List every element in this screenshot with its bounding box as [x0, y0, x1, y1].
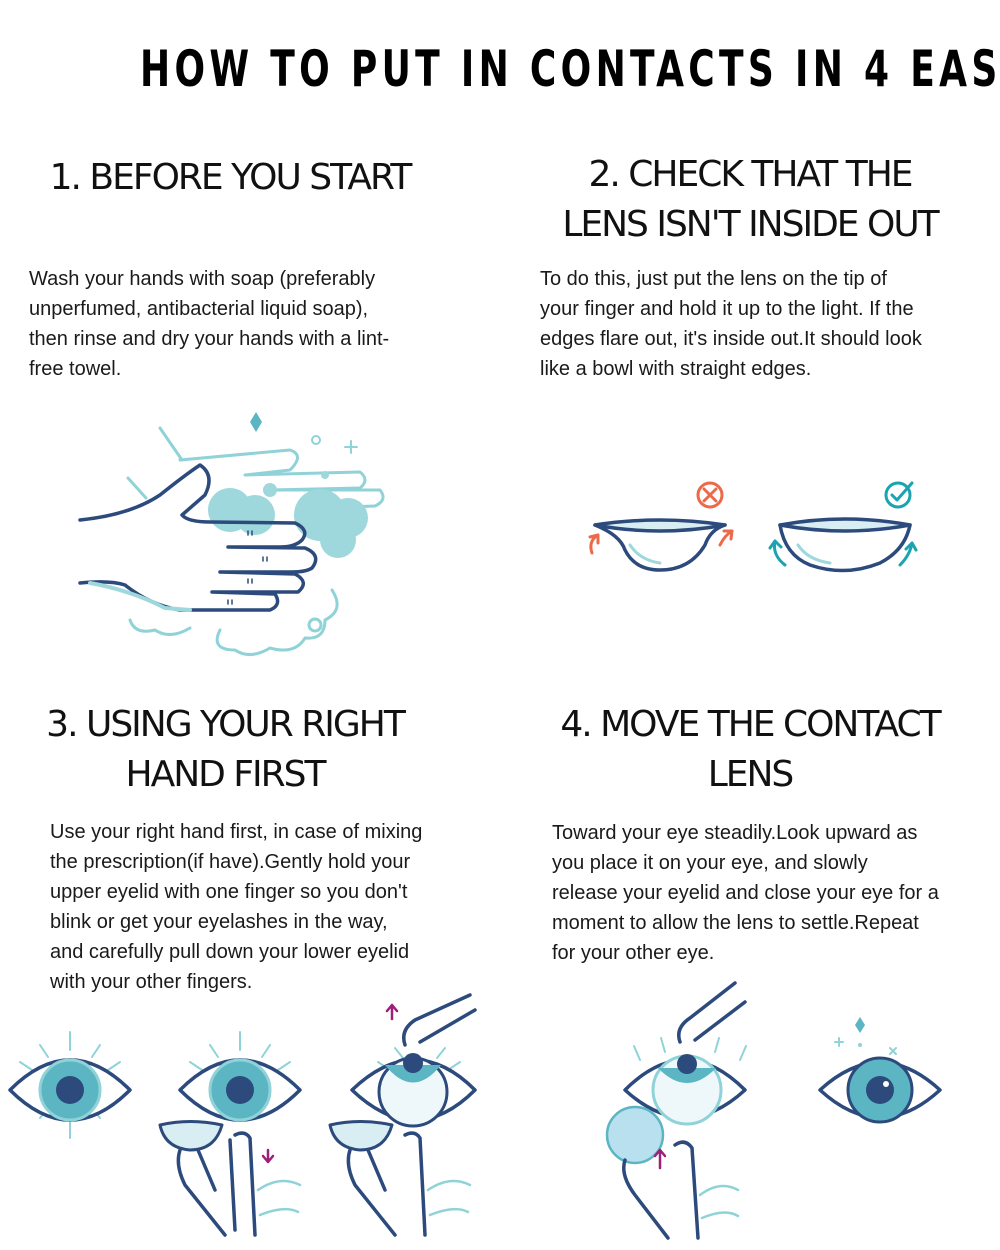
- eye-lens-insert-icon: [605, 981, 747, 1240]
- step-4-heading: 4. MOVE THE CONTACT LENS: [520, 700, 980, 800]
- step-3-body-line: upper eyelid with one finger so you don'…: [50, 881, 408, 903]
- step-2-body-line: your finger and hold it up to the light.…: [540, 298, 914, 320]
- eye-upper-lid-hold-icon: [328, 993, 477, 1237]
- step-3-heading-line: 3. USING YOUR RIGHT: [46, 704, 406, 745]
- step-1-body-line: Wash your hands with soap (preferably: [29, 268, 376, 290]
- eye-with-lens-icon: [818, 1017, 942, 1124]
- step-1-heading-line: 1. BEFORE YOU START: [49, 157, 413, 198]
- lens-check-icon: [588, 481, 918, 573]
- step-1-heading: 1. BEFORE YOU START: [20, 153, 440, 203]
- step-1-body-line: free towel.: [29, 358, 122, 380]
- lens-correct-icon: [768, 517, 918, 573]
- step-4-body-line: release your eyelid and close your eye f…: [552, 882, 939, 904]
- check-circle-icon: [884, 481, 914, 509]
- step-3-body-line: blink or get your eyelashes in the way,: [50, 911, 388, 933]
- step-3-heading: 3. USING YOUR RIGHT HAND FIRST: [20, 700, 430, 800]
- step-4-body-line: for your other eye.: [552, 942, 715, 964]
- step-3-heading-line: HAND FIRST: [125, 754, 327, 795]
- step-1-body-line: then rinse and dry your hands with a lin…: [29, 328, 390, 350]
- lens-inside-out-icon: [588, 518, 734, 572]
- step-4-body-line: you place it on your eye, and slowly: [552, 852, 868, 874]
- step-3-body: Use your right hand first, in case of mi…: [50, 817, 422, 997]
- step-2-body-line: edges flare out, it's inside out.It shou…: [540, 328, 922, 350]
- step-2-body-line: To do this, just put the lens on the tip…: [540, 268, 887, 290]
- page-title: HOW TO PUT IN CONTACTS IN 4 EASY STEPS: [140, 40, 1000, 98]
- eye-eyelid-sequence-icon: [8, 993, 477, 1237]
- step-4-heading-line: 4. MOVE THE CONTACT: [560, 704, 941, 745]
- eye-lower-lid-pull-icon: [158, 1031, 302, 1237]
- step-4-body-line: moment to allow the lens to settle.Repea…: [552, 912, 919, 934]
- step-2-heading-line: LENS ISN'T INSIDE OUT: [562, 204, 939, 245]
- step-3-body-line: with your other fingers.: [50, 971, 253, 993]
- step-3-body-line: the prescription(if have).Gently hold yo…: [50, 851, 411, 873]
- lens-insertion-icon: [605, 981, 942, 1240]
- step-2-heading-line: 2. CHECK THAT THE: [588, 154, 913, 195]
- eye-open-icon: [8, 1031, 132, 1139]
- step-3-body-line: and carefully pull down your lower eyeli…: [50, 941, 410, 963]
- step-2-body-line: like a bowl with straight edges.: [540, 358, 812, 380]
- step-2-body: To do this, just put the lens on the tip…: [540, 264, 922, 384]
- x-circle-icon: [696, 481, 724, 509]
- step-4-heading-line: LENS: [707, 754, 795, 795]
- step-1-body: Wash your hands with soap (preferably un…: [29, 264, 389, 384]
- step-1-body-line: unperfumed, antibacterial liquid soap),: [29, 298, 369, 320]
- hand-washing-icon: [78, 412, 385, 656]
- step-3-body-line: Use your right hand first, in case of mi…: [50, 821, 423, 843]
- step-2-heading: 2. CHECK THAT THE LENS ISN'T INSIDE OUT: [520, 150, 980, 250]
- step-4-body: Toward your eye steadily.Look upward as …: [552, 818, 939, 968]
- step-4-body-line: Toward your eye steadily.Look upward as: [552, 822, 918, 844]
